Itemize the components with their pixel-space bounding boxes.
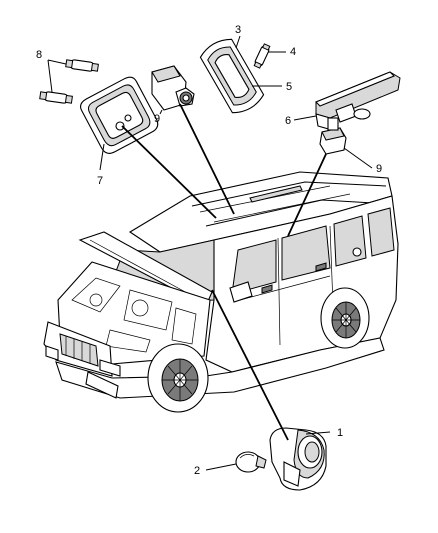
- callout-6: 6: [285, 115, 291, 127]
- part-1-lamp-assembly: [269, 427, 327, 491]
- part-9-socket-right: [319, 117, 347, 155]
- callout-5: 5: [286, 81, 292, 93]
- callouts: 1 2 3 4 5 6 7 8 9 9: [36, 24, 382, 477]
- callout-9-top: 9: [154, 113, 160, 125]
- callout-9-right: 9: [376, 163, 382, 175]
- part-4-bulb: [253, 43, 271, 69]
- part-6-cargo-lamp: [315, 71, 401, 131]
- callout-2: 2: [194, 465, 200, 477]
- leader-lines: [47, 35, 373, 471]
- callout-4: 4: [290, 46, 296, 58]
- part-8-bulbs: [39, 59, 99, 104]
- rear-wheel: [320, 287, 370, 349]
- part-7-dome-lamp: [80, 76, 159, 154]
- part-9-socket-top: [151, 65, 195, 111]
- part-2-bulb: [235, 451, 267, 473]
- callout-3: 3: [235, 24, 241, 36]
- callout-1: 1: [337, 427, 343, 439]
- callout-8: 8: [36, 49, 42, 61]
- vehicle-illustration: [43, 171, 399, 413]
- front-wheel: [147, 343, 209, 413]
- part-3-oval-lamp: [199, 38, 265, 114]
- callout-7: 7: [97, 175, 103, 187]
